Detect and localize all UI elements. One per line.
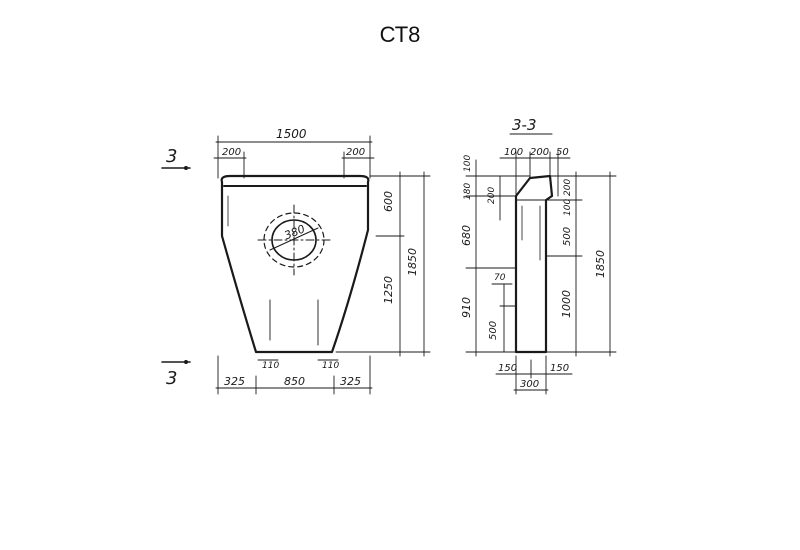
front-width-total: 1500 — [276, 127, 307, 141]
front-bottom-mid: 850 — [284, 375, 305, 388]
front-foot-left: 110 — [262, 361, 279, 371]
section-bottom-150-right: 150 — [550, 363, 569, 374]
drawing-title: СТ8 — [379, 22, 421, 47]
section-right-1000: 1000 — [560, 290, 573, 318]
section-left-100: 100 — [463, 155, 473, 172]
front-bottom-left: 325 — [224, 375, 245, 388]
hole-diameter-label: 380 — [282, 222, 306, 242]
front-height-bottom: 1250 — [382, 276, 395, 304]
section-bottom-total: 300 — [520, 379, 539, 390]
section-right-100: 100 — [563, 199, 573, 216]
section-left-200: 200 — [487, 187, 497, 204]
front-bottom-right: 325 — [340, 375, 361, 388]
section-top-w1: 100 — [504, 147, 523, 158]
section-right-200: 200 — [563, 179, 573, 196]
front-view: 380 3 3 1500 200 200 — [161, 127, 431, 395]
section-marker-top: 3 — [166, 146, 177, 167]
section-left-680: 680 — [460, 225, 473, 246]
front-height-top: 600 — [382, 191, 395, 212]
section-view: 3-3 100 200 50 100 180 200 — [460, 116, 617, 395]
section-right-500: 500 — [562, 227, 573, 246]
section-bottom-150-left: 150 — [498, 363, 517, 374]
front-top-left-ledge: 200 — [222, 147, 241, 158]
section-title: 3-3 — [512, 116, 537, 134]
front-foot-right: 110 — [322, 361, 339, 371]
section-left-500: 500 — [488, 321, 499, 340]
front-body-outline — [220, 174, 370, 354]
front-height-total: 1850 — [406, 248, 419, 276]
section-top-w3: 50 — [556, 147, 569, 158]
section-body-outline — [514, 174, 554, 354]
section-height-total: 1850 — [594, 250, 607, 278]
section-left-180: 180 — [463, 183, 473, 200]
section-top-w2: 200 — [530, 147, 549, 158]
section-left-70: 70 — [494, 273, 506, 283]
front-top-right-ledge: 200 — [346, 147, 365, 158]
section-marker-bottom: 3 — [166, 368, 177, 389]
section-left-910: 910 — [460, 297, 473, 318]
